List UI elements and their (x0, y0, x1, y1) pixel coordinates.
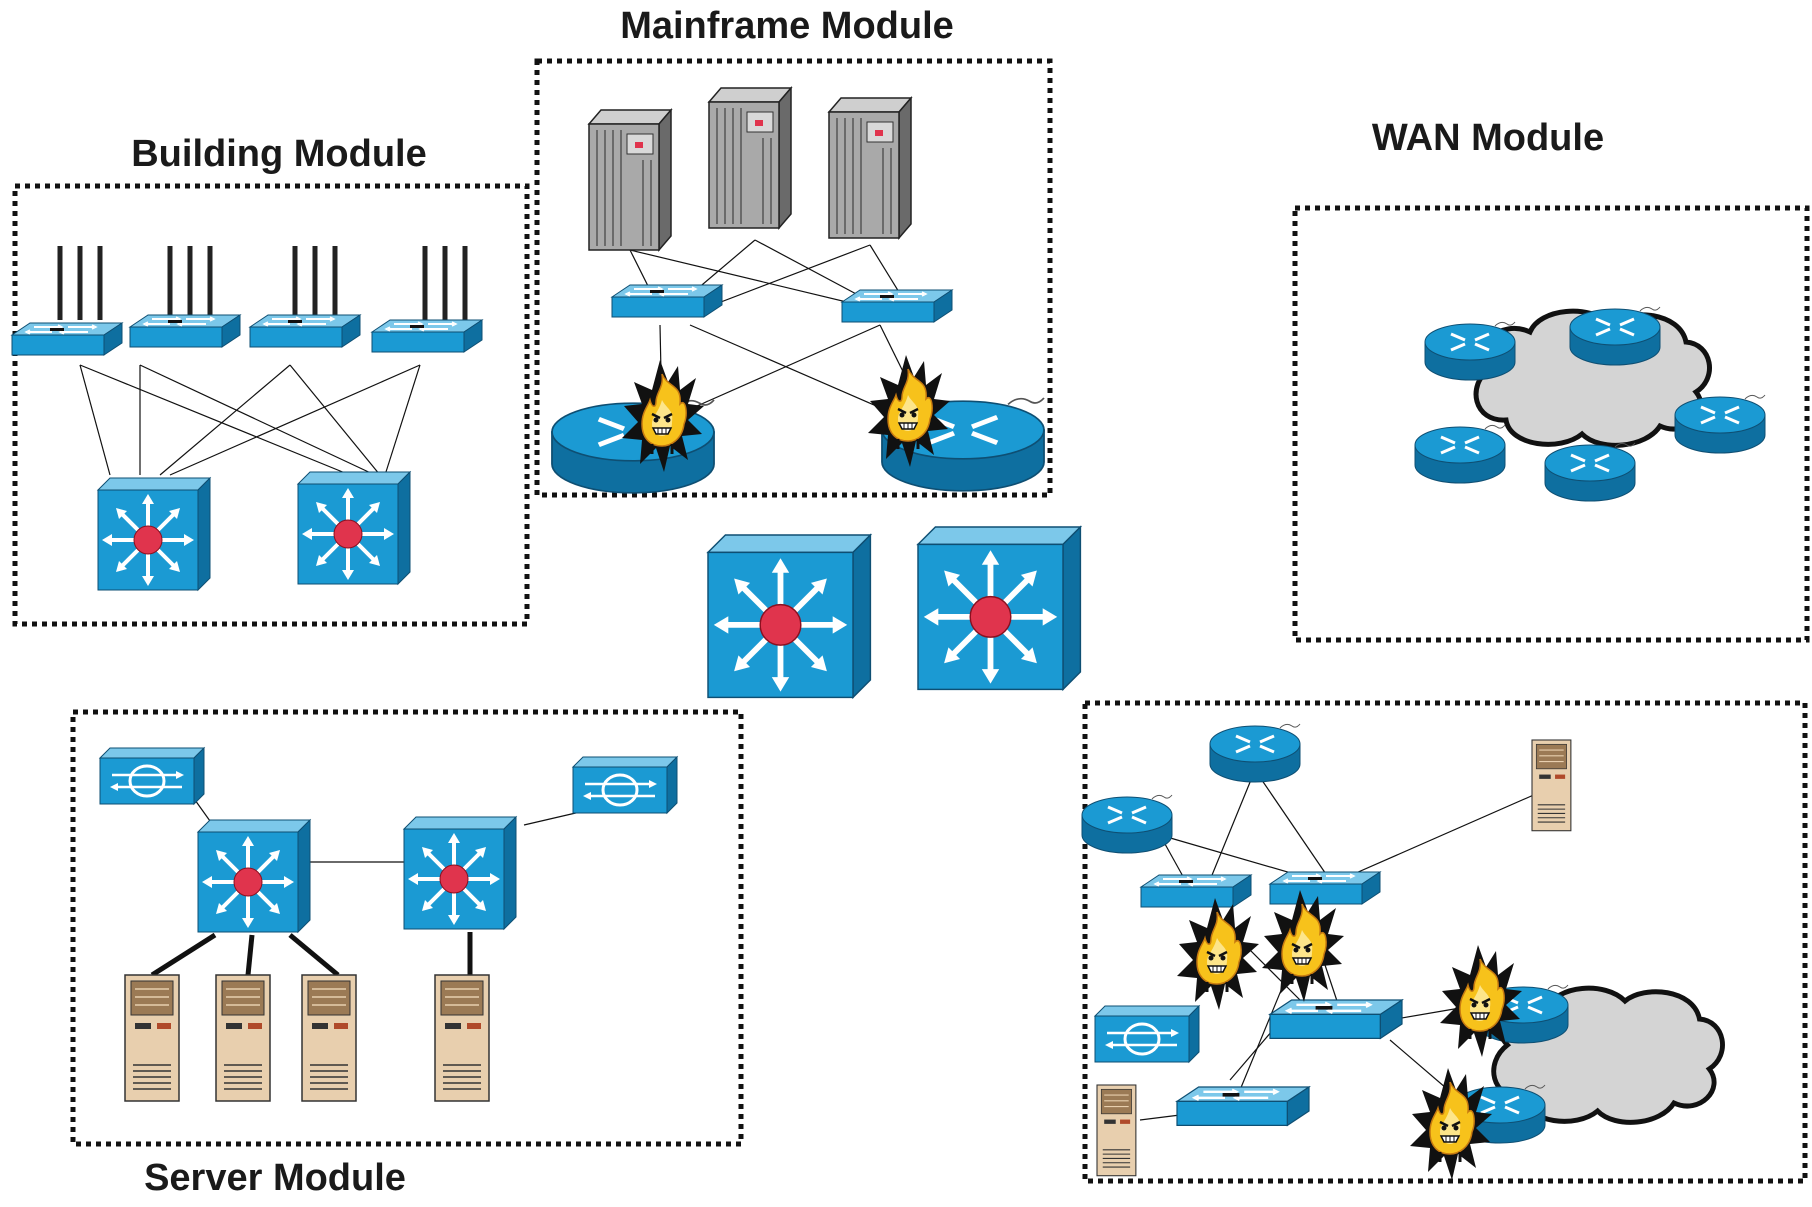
edge-server-1[interactable] (1531, 739, 1572, 832)
mainframe-module-frame (534, 58, 1053, 498)
core-switch-2[interactable] (918, 527, 1080, 689)
wan-router-4[interactable] (1413, 423, 1507, 485)
server-distribution-switch-1[interactable] (196, 818, 312, 934)
mainframe-3[interactable] (828, 97, 912, 239)
edge-switch-4[interactable] (1175, 1085, 1311, 1127)
building-distribution-switch-1[interactable] (96, 476, 212, 592)
mainframe-switch-1[interactable] (611, 284, 723, 318)
server-module-title: Server Module (144, 1157, 406, 1199)
mainframe-module (534, 58, 1053, 498)
edge-module-frame (1082, 700, 1808, 1184)
edge-module (1080, 700, 1808, 1184)
mainframe-2[interactable] (708, 87, 792, 229)
wan-module-frame (1292, 205, 1810, 643)
edge-switch-3[interactable] (1268, 998, 1404, 1040)
building-links (79, 364, 421, 476)
building-module-frame (12, 183, 530, 627)
edge-router-2[interactable] (1080, 793, 1174, 855)
wan-module (1292, 205, 1810, 643)
wan-router-5[interactable] (1543, 441, 1637, 503)
building-access-switch-2[interactable] (129, 314, 241, 348)
edge-switch-2[interactable] (1269, 871, 1381, 905)
edge-switch-1[interactable] (1140, 874, 1252, 908)
mainframe-1[interactable] (588, 109, 672, 251)
building-access-switch-4[interactable] (371, 319, 483, 353)
server-4[interactable] (434, 974, 490, 1102)
mainframe-switch-2[interactable] (841, 289, 953, 323)
server-3[interactable] (301, 974, 357, 1102)
mainframe-module-title: Mainframe Module (620, 5, 954, 47)
server-content-switch-1[interactable] (98, 746, 206, 806)
core-switches (708, 527, 1080, 697)
building-distribution-switch-2[interactable] (296, 470, 412, 586)
server-2[interactable] (215, 974, 271, 1102)
server-1[interactable] (124, 974, 180, 1102)
edge-firewall-1[interactable] (1175, 896, 1261, 1012)
building-host-cables (57, 246, 468, 320)
building-access-switch-1[interactable] (11, 322, 123, 356)
edge-content-switch[interactable] (1093, 1004, 1201, 1064)
wan-router-1[interactable] (1423, 320, 1517, 382)
edge-server-2[interactable] (1096, 1084, 1137, 1177)
server-module-frame (70, 709, 744, 1147)
server-links (150, 799, 581, 978)
server-module (70, 709, 744, 1147)
wan-router-2[interactable] (1568, 305, 1662, 367)
edge-router-1[interactable] (1208, 722, 1302, 784)
core-switch-1[interactable] (708, 535, 870, 697)
edge-firewall-4[interactable] (1408, 1066, 1494, 1182)
building-module-title: Building Module (131, 133, 427, 175)
server-distribution-switch-2[interactable] (402, 815, 518, 931)
wan-router-3[interactable] (1673, 393, 1767, 455)
server-content-switch-2[interactable] (571, 755, 679, 815)
building-access-switch-3[interactable] (249, 314, 361, 348)
building-module (11, 183, 530, 627)
wan-module-title: WAN Module (1372, 117, 1604, 159)
